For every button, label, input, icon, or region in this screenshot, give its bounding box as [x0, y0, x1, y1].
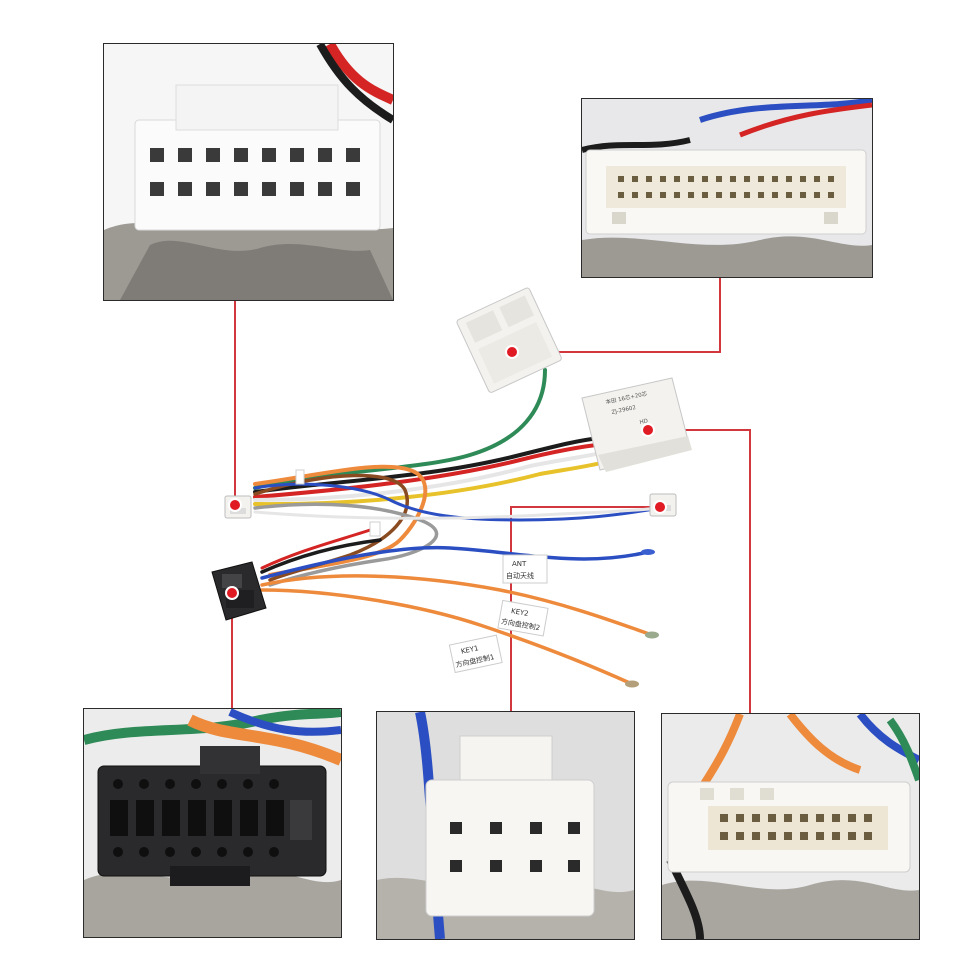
- red-dot-icon: [228, 498, 242, 512]
- photo-top-right: [581, 98, 873, 278]
- wire-green: [253, 368, 547, 490]
- wire-white-1: [253, 450, 607, 502]
- wire-blue-ant: [260, 545, 650, 580]
- wire-tip-ant: [641, 549, 655, 555]
- tag-key2-code: KEY2: [510, 607, 529, 618]
- photo-bottom-left: [83, 708, 342, 938]
- pin-holes-top-left: [150, 148, 360, 196]
- pin-holes-top-right: [618, 176, 834, 198]
- cable-tie-2: [369, 521, 381, 537]
- wire-tip-key2: [645, 631, 659, 639]
- red-dot-icon: [641, 423, 655, 437]
- wire-red: [253, 442, 607, 499]
- plug-label-line3: HD: [639, 418, 648, 426]
- wire-blue-1: [253, 482, 662, 522]
- pin-holes-bottom-right: [720, 814, 872, 840]
- pin-holes-bottom-left: [110, 779, 284, 857]
- photo-bottom-middle: [376, 711, 635, 940]
- wire-white-2: [253, 506, 662, 520]
- tag-key1-code: KEY1: [460, 644, 479, 656]
- wire-tip-key1: [625, 680, 639, 688]
- black-connector: [211, 561, 267, 621]
- tag-ant-name: 自动天线: [506, 571, 534, 580]
- red-dot-icon: [225, 586, 239, 600]
- wire-tag-ant: ANT 自动天线: [502, 554, 548, 584]
- callout-dots: [225, 345, 667, 600]
- photo-bottom-right: [661, 713, 920, 940]
- wire-tag-key1: KEY1 方向盘控制1: [448, 634, 503, 674]
- wire-orange-1: [253, 464, 428, 577]
- cable-tie-1: [295, 469, 305, 485]
- wire-gray: [253, 502, 439, 587]
- leader-bottom-middle: [510, 506, 660, 712]
- white-labeled-plug: 本田 16芯+20芯 ZJ-29602 HD: [581, 377, 692, 472]
- leader-top-right: [512, 277, 721, 353]
- white-square-connector: [456, 287, 562, 393]
- tag-ant-code: ANT: [512, 560, 527, 568]
- red-dot-icon: [653, 500, 667, 514]
- wire-tag-key2: KEY2 方向盘控制2: [497, 599, 549, 637]
- red-dot-icon: [505, 345, 519, 359]
- wire-orange-key1: [260, 588, 634, 686]
- wire-black-short: [260, 538, 382, 574]
- plug-label-line2: ZJ-29602: [611, 405, 636, 416]
- wire-red-short: [260, 528, 372, 570]
- pin-holes-bottom-middle: [450, 822, 580, 872]
- wire-orange-key2: [260, 574, 654, 637]
- leader-bottom-right: [648, 429, 751, 714]
- wire-bundle: [253, 368, 662, 688]
- photo-top-left: [103, 43, 394, 301]
